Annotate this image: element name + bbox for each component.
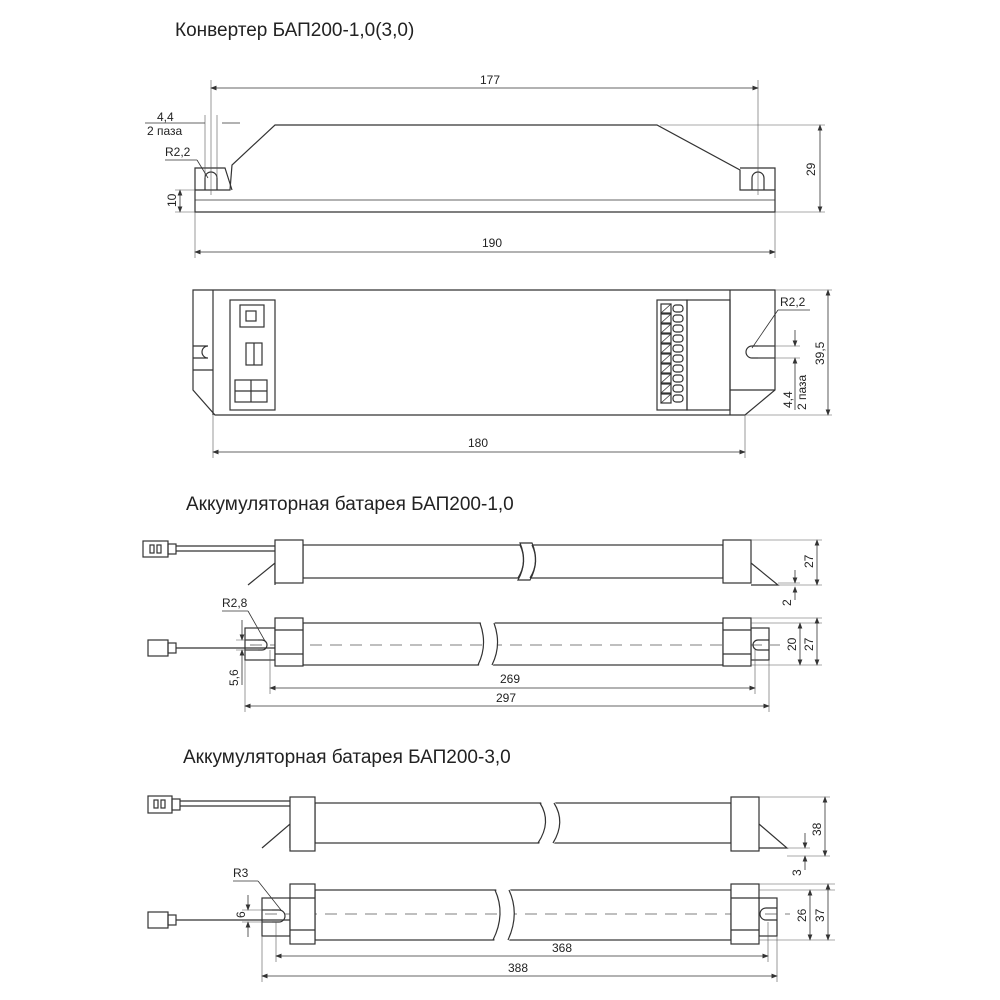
dim-39-5: 39,5 [813, 341, 827, 365]
terminal-screw [672, 364, 684, 373]
dim-b1-slot-radius: R2,8 [222, 596, 248, 610]
terminal-screw [672, 314, 684, 323]
dim-10: 10 [165, 193, 179, 207]
terminal-cell-mark [660, 393, 672, 404]
terminal-cell [660, 313, 672, 324]
dim-b3-height: 38 [810, 822, 824, 836]
terminal-cell [660, 333, 672, 344]
terminal-screw [672, 394, 684, 403]
dim-b3-inner-width: 26 [795, 908, 809, 922]
terminal-cell-mark [660, 333, 672, 344]
dim-b3-slot-radius: R3 [233, 866, 249, 880]
battery-3-side-view: 38 3 [147, 795, 830, 876]
battery-1-side-view: 27 2 [142, 539, 822, 606]
dim-slot-count: 2 паза [147, 124, 183, 138]
dim-190: 190 [482, 236, 502, 250]
dim-b1-inner-width: 20 [785, 637, 799, 651]
converter-top-view: R2,2 39,5 4,4 2 паза 180 [192, 289, 832, 458]
dim-b3-outer-width: 37 [813, 908, 827, 922]
dim-slot-radius: R2,2 [165, 145, 191, 159]
terminal-cell-mark [660, 303, 672, 314]
terminal-screw [672, 334, 684, 343]
battery-3-top-view: R3 6 26 37 368 388 [147, 866, 835, 982]
terminal-cell-mark [660, 363, 672, 374]
terminal-screw [672, 384, 684, 393]
battery-1-title: Аккумуляторная батарея БАП200-1,0 [186, 494, 514, 515]
terminal-block [660, 303, 684, 404]
dim-top-slot-width: 4,4 [781, 391, 795, 408]
battery-3-title: Аккумуляторная батарея БАП200-3,0 [183, 747, 511, 768]
terminal-cell-mark [660, 323, 672, 334]
terminal-cell-mark [660, 383, 672, 394]
dim-368: 368 [552, 941, 572, 955]
dim-b1-height: 27 [802, 554, 816, 568]
terminal-cell [660, 343, 672, 354]
terminal-cell-mark [660, 343, 672, 354]
terminal-cell [660, 373, 672, 384]
terminal-cell [660, 323, 672, 334]
dim-slot-width: 4,4 [157, 110, 174, 124]
terminal-cell [660, 363, 672, 374]
dim-b3-base-offset: 3 [790, 869, 804, 876]
dim-180: 180 [468, 436, 488, 450]
terminal-cell [660, 393, 672, 404]
dim-177: 177 [480, 73, 500, 87]
dim-b3-slot-offset: 6 [234, 911, 248, 918]
converter-side-view: 177 4,4 2 паза R2,2 10 29 190 [145, 73, 825, 258]
terminal-cell [660, 353, 672, 364]
terminal-cell [660, 303, 672, 314]
dim-297: 297 [496, 691, 516, 705]
dim-b1-slot-offset: 5,6 [227, 669, 241, 686]
battery-1-top-view: R2,8 5,6 20 27 269 297 [147, 596, 822, 712]
terminal-screw [672, 304, 684, 313]
terminal-screw [672, 324, 684, 333]
terminal-screw [672, 344, 684, 353]
dim-269: 269 [500, 672, 520, 686]
converter-title: Конвертер БАП200-1,0(3,0) [175, 20, 415, 41]
terminal-screw [672, 354, 684, 363]
dim-b1-base-offset: 2 [780, 599, 794, 606]
dim-388: 388 [508, 961, 528, 975]
terminal-cell-mark [660, 373, 672, 384]
dim-top-slot-count: 2 паза [795, 374, 809, 410]
terminal-cell [660, 383, 672, 394]
dim-29: 29 [804, 162, 818, 176]
dim-top-slot-radius: R2,2 [780, 295, 806, 309]
terminal-cell-mark [660, 353, 672, 364]
terminal-screw [672, 374, 684, 383]
terminal-cell-mark [660, 313, 672, 324]
dim-b1-outer-width: 27 [802, 637, 816, 651]
